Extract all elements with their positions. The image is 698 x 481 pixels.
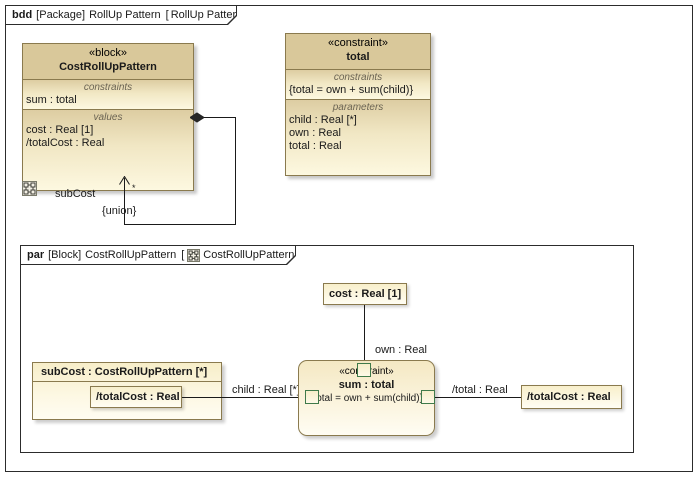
constraint-property-sum[interactable]: «constraint» sum : total {total = own + …: [298, 360, 435, 436]
child-parameter-port[interactable]: [305, 390, 319, 404]
constraint-parameter-total: total : Real: [289, 140, 342, 152]
association-line-top: [200, 117, 236, 118]
parameters-compartment-label: parameters: [332, 102, 384, 113]
constraint-parameters-compartment: parameters child : Real [*] own : Real t…: [286, 100, 430, 175]
binding-connector-total-line: [435, 397, 522, 398]
block-value-item-totalcost: /totalCost : Real: [26, 137, 105, 149]
block-constraint-item: sum : total: [26, 94, 77, 106]
bdd-frame-header[interactable]: bdd [Package] RollUp Pattern [ RollUp Pa…: [6, 6, 237, 25]
constraint-parameter-child: child : Real [*]: [289, 114, 357, 126]
binding-connector-total-label: /total : Real: [452, 384, 508, 396]
bdd-frame-name: RollUp Pattern: [89, 9, 161, 21]
nested-value-property-totalcost[interactable]: /totalCost : Real: [90, 386, 182, 408]
par-frame-bracket-open: [: [181, 249, 185, 261]
par-frame-diagram-name: CostRollUpPattern: [203, 249, 295, 261]
block-value-item-cost: cost : Real [1]: [26, 124, 94, 136]
constraint-constraints-label: constraints: [333, 72, 383, 83]
bdd-frame-bracket-open: [: [165, 9, 169, 21]
constraint-stereotype: «constraint»: [328, 37, 388, 49]
constraint-expression: {total = own + sum(child)}: [289, 84, 414, 96]
constraint-name: total: [346, 51, 370, 63]
association-property-modifier: {union}: [102, 205, 137, 217]
association-line-left: [124, 178, 125, 225]
block-values-compartment: values cost : Real [1] /totalCost : Real: [23, 110, 193, 190]
value-property-totalcost[interactable]: /totalCost : Real: [521, 385, 622, 409]
association-end-label-subcost: subCost: [55, 188, 96, 200]
composite-diamond-icon: [190, 112, 204, 123]
constraint-title-compartment: «constraint» total: [286, 34, 430, 70]
block-stereotype: «block»: [89, 47, 127, 59]
association-multiplicity: *: [132, 183, 136, 193]
block-constraints-compartment: constraints sum : total: [23, 80, 193, 110]
association-line-bottom: [124, 224, 236, 225]
binding-connector-own-label: own : Real: [375, 344, 427, 356]
association-arrow-icon: [119, 176, 130, 185]
binding-connector-child-label: child : Real [*]: [232, 384, 300, 396]
bdd-frame-diagram-name: RollUp Pattern: [170, 9, 243, 21]
block-title-compartment: «block» CostRollUpPattern: [23, 44, 193, 80]
par-frame-header[interactable]: par [Block] CostRollUpPattern [ CostRoll…: [21, 246, 296, 265]
par-frame-parametric-diagram-icon: [187, 249, 200, 262]
total-parameter-port[interactable]: [421, 390, 435, 404]
par-frame-kind: par: [27, 249, 45, 261]
block-cost-roll-up-pattern[interactable]: «block» CostRollUpPattern constraints su…: [22, 43, 194, 191]
constraint-block-total[interactable]: «constraint» total constraints {total = …: [285, 33, 431, 176]
block-name: CostRollUpPattern: [59, 61, 157, 73]
part-property-subcost-title: subCost : CostRollUpPattern [*]: [33, 363, 221, 382]
constraint-parameter-own: own : Real: [289, 127, 341, 139]
par-frame-meta: [Block]: [48, 249, 82, 261]
value-property-cost[interactable]: cost : Real [1]: [323, 283, 407, 305]
association-line-right: [235, 117, 236, 225]
bdd-frame-kind: bdd: [12, 9, 33, 21]
constraint-constraints-compartment: constraints {total = own + sum(child)}: [286, 70, 430, 100]
binding-connector-own-line: [364, 305, 365, 363]
values-compartment-label: values: [93, 112, 123, 123]
binding-connector-child-line: [182, 397, 311, 398]
constraint-property-name: sum : total: [338, 379, 395, 391]
parametric-diagram-icon[interactable]: [22, 181, 37, 196]
par-frame-name: CostRollUpPattern: [85, 249, 177, 261]
constraints-compartment-label: constraints: [83, 82, 133, 93]
constraint-property-expression: {total = own + sum(child)}: [310, 393, 423, 404]
bdd-frame-meta: [Package]: [36, 9, 86, 21]
own-parameter-port[interactable]: [357, 363, 371, 377]
